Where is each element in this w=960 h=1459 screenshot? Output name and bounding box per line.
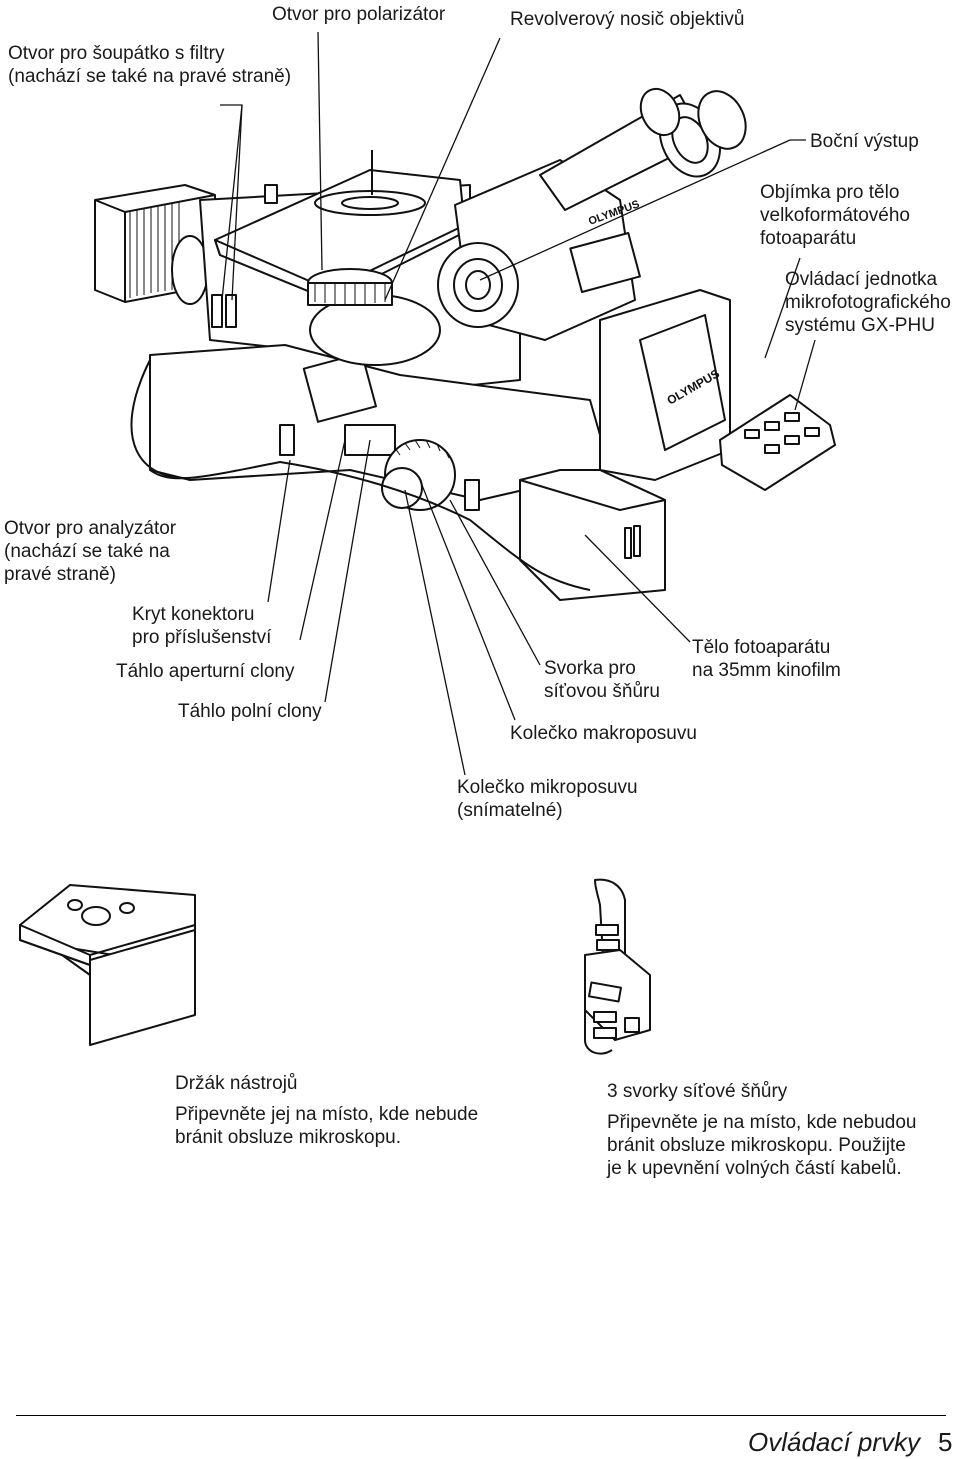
label-field-diaphragm-lever: Táhlo polní clony	[178, 701, 322, 722]
label-analyzer-slot: Otvor pro analyzátor (nachází se také na…	[4, 518, 177, 585]
label-gx-phu-unit: Ovládací jednotka mikrofotografického sy…	[785, 269, 951, 336]
footer-section-title: Ovládací prvky	[748, 1427, 920, 1457]
tool-holder-text: Připevněte jej na místo, kde nebude brán…	[175, 1104, 479, 1148]
footer-rule	[16, 1415, 946, 1416]
cord-clamp-drawing	[584, 878, 651, 1055]
page-number: 5	[938, 1427, 953, 1457]
label-aperture-diaphragm-lever: Táhlo aperturní clony	[116, 661, 295, 682]
gx-phu-control-unit	[719, 394, 836, 491]
tool-holder-drawing	[19, 884, 196, 1046]
label-polarizer-slot: Otvor pro polarizátor	[272, 4, 446, 25]
label-filter-slider-slot: Otvor pro šoupátko s filtry (nachází se …	[8, 43, 292, 87]
label-coarse-focus-knob: Kolečko makroposuvu	[510, 723, 697, 744]
label-power-cord-clamp: Svorka pro síťovou šňůru	[544, 658, 660, 702]
label-large-camera-mount: Objímka pro tělo velkoformátového fotoap…	[760, 182, 910, 249]
camera-body-large: OLYMPUS	[599, 289, 731, 481]
label-accessory-connector-cover: Kryt konektoru pro příslušenství	[132, 604, 272, 648]
diaphragm-levers	[279, 424, 480, 511]
camera-35mm	[519, 469, 666, 601]
cord-clamps-text: Připevněte je na místo, kde nebudou brán…	[607, 1112, 917, 1179]
tool-holder-title: Držák nástrojů	[175, 1073, 298, 1094]
label-35mm-camera-body: Tělo fotoaparátu na 35mm kinofilm	[692, 637, 841, 681]
label-side-port: Boční výstup	[810, 131, 919, 152]
label-fine-focus-knob: Kolečko mikroposuvu (snímatelné)	[457, 777, 638, 821]
lamp-housing	[94, 184, 216, 305]
power-cord	[149, 461, 591, 591]
observation-head: OLYMPUS	[437, 87, 747, 341]
cord-clamps-title: 3 svorky síťové šňůry	[607, 1081, 788, 1102]
nosepiece	[307, 268, 441, 366]
label-revolving-nosepiece: Revolverový nosič objektivů	[510, 9, 745, 30]
leader-lines	[220, 31, 816, 776]
